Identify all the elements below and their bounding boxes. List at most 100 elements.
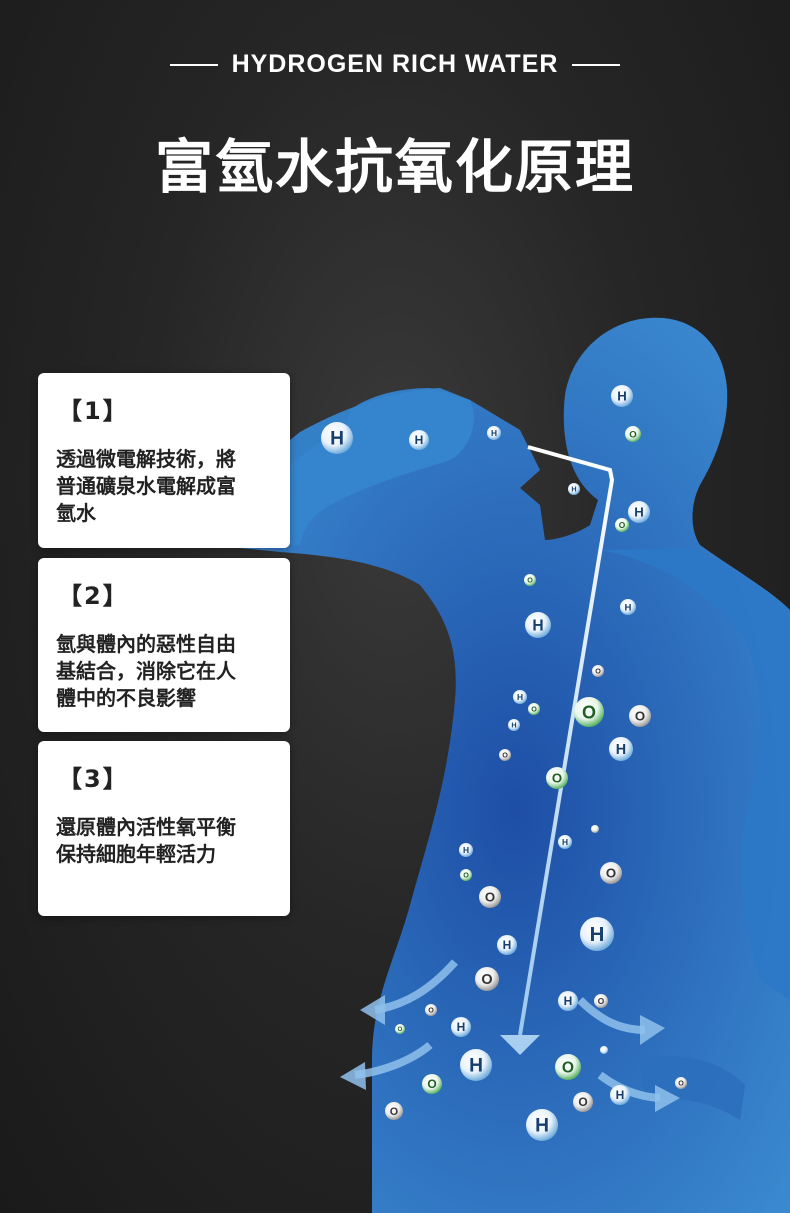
hydrogen-molecule: H <box>508 719 520 731</box>
molecule-label: O <box>390 1106 398 1118</box>
info-card-1: 【1】 透過微電解技術，將 普通礦泉水電解成富 氫水 <box>38 373 290 548</box>
molecule-circle <box>600 862 622 884</box>
molecule-label: H <box>457 1020 466 1034</box>
flow-arrowhead-left-2 <box>340 1062 366 1090</box>
molecule-label: O <box>428 1006 434 1015</box>
molecule-circle <box>555 1054 581 1080</box>
molecule-label: H <box>616 1088 625 1102</box>
molecule-circle <box>568 483 580 495</box>
molecule-circle <box>574 697 604 727</box>
tagline-text: HYDROGEN RICH WATER <box>231 50 559 78</box>
molecule-label: H <box>616 742 626 758</box>
hydrogen-molecule: H <box>525 612 551 638</box>
oxygen-molecule: O <box>600 862 622 884</box>
info-card-2: 【2】 氫與體內的惡性自由 基結合，消除它在人 體中的不良影響 <box>38 558 290 732</box>
molecule-circle <box>620 599 636 615</box>
molecule-circle <box>513 690 527 704</box>
oxygen-molecule: O <box>422 1074 442 1094</box>
molecule-label: H <box>503 938 512 952</box>
oxygen-molecule: O <box>479 886 501 908</box>
oxygen-molecule: O <box>592 665 604 677</box>
molecule-circle <box>321 422 353 454</box>
flow-arrow-right-1 <box>577 997 646 1034</box>
molecule-circle <box>395 1024 405 1034</box>
molecule-circle <box>625 426 641 442</box>
molecule-label: O <box>552 771 562 786</box>
molecule-label: O <box>578 1095 587 1109</box>
molecule-label: O <box>598 996 605 1006</box>
flow-arrow-right-2 <box>597 1071 661 1102</box>
molecule-label: H <box>571 485 576 494</box>
molecule-label: O <box>527 576 533 585</box>
body-shoulder <box>600 548 790 1000</box>
molecule-label: H <box>634 505 644 520</box>
molecule-label: O <box>562 1059 574 1076</box>
body-hand-on-hip <box>640 1056 745 1120</box>
molecule-circle <box>592 665 604 677</box>
molecule-label: O <box>531 705 537 714</box>
card-number: 【3】 <box>58 765 129 793</box>
molecule-label: O <box>463 871 469 880</box>
molecule-label: O <box>502 751 508 760</box>
oxygen-molecule: O <box>385 1102 403 1120</box>
molecule-circle <box>675 1077 687 1089</box>
molecule-circle <box>600 1046 608 1054</box>
hydrogen-molecule: H <box>487 426 501 440</box>
oxygen-molecule: O <box>524 574 536 586</box>
molecule-label: H <box>511 721 516 730</box>
molecule-label: O <box>629 429 637 440</box>
oxygen-molecule: O <box>615 518 629 532</box>
molecule-label: H <box>590 924 605 946</box>
oxygen-molecule: O <box>629 705 651 727</box>
molecule-circle <box>591 825 599 833</box>
body-silhouette <box>240 317 790 1213</box>
molecule-circle <box>475 967 499 991</box>
molecule-circle <box>610 1085 630 1105</box>
oxygen-molecule: O <box>395 1024 405 1034</box>
card-number: 【1】 <box>58 397 129 425</box>
hydrogen-molecule: H <box>580 917 614 951</box>
molecule-label: O <box>678 1079 684 1088</box>
hydrogen-molecule: H <box>513 690 527 704</box>
oxygen-molecule: O <box>594 994 608 1008</box>
molecule-circle <box>611 385 633 407</box>
card-text: 還原體內活性氧平衡 保持細胞年輕活力 <box>56 815 236 866</box>
hydrogen-molecule: H <box>526 1109 558 1141</box>
molecule-label: O <box>606 866 616 881</box>
molecule-label: H <box>535 1116 549 1137</box>
tagline-rule-left <box>169 63 218 66</box>
oxygen-molecule: O <box>475 967 499 991</box>
hydrogen-molecule: H <box>609 737 633 761</box>
flow-arrowhead-right-1 <box>640 1015 665 1045</box>
hydrogen-molecule: H <box>558 835 572 849</box>
molecule-label: H <box>617 389 627 404</box>
molecule-circle <box>497 935 517 955</box>
molecule-circle <box>525 612 551 638</box>
molecule-circle <box>409 430 429 450</box>
molecule-circle <box>422 1074 442 1094</box>
molecule-circle <box>558 835 572 849</box>
card-text: 透過微電解技術，將 普通礦泉水電解成富 氫水 <box>56 447 236 525</box>
molecule-label: H <box>491 428 497 438</box>
molecule-circle <box>580 917 614 951</box>
molecule-label: O <box>485 890 495 905</box>
oxygen-molecule: O <box>573 1092 593 1112</box>
molecule-label: O <box>619 520 626 530</box>
molecule-label: H <box>625 602 632 613</box>
molecule-label: H <box>532 617 543 634</box>
molecule-circle <box>594 994 608 1008</box>
hydrogen-molecule: H <box>568 483 580 495</box>
molecule-label: O <box>595 667 601 676</box>
oxygen-molecule: O <box>499 749 511 761</box>
molecule-circle <box>385 1102 403 1120</box>
card-number: 【2】 <box>58 582 129 610</box>
molecule-circle <box>524 574 536 586</box>
flow-arrow-main <box>518 445 615 1036</box>
molecule-circle <box>425 1004 437 1016</box>
molecule-label: H <box>517 692 523 702</box>
hydrogen-molecule: H <box>497 935 517 955</box>
hydrogen-molecule <box>600 1046 608 1054</box>
molecule-label: H <box>562 837 568 847</box>
